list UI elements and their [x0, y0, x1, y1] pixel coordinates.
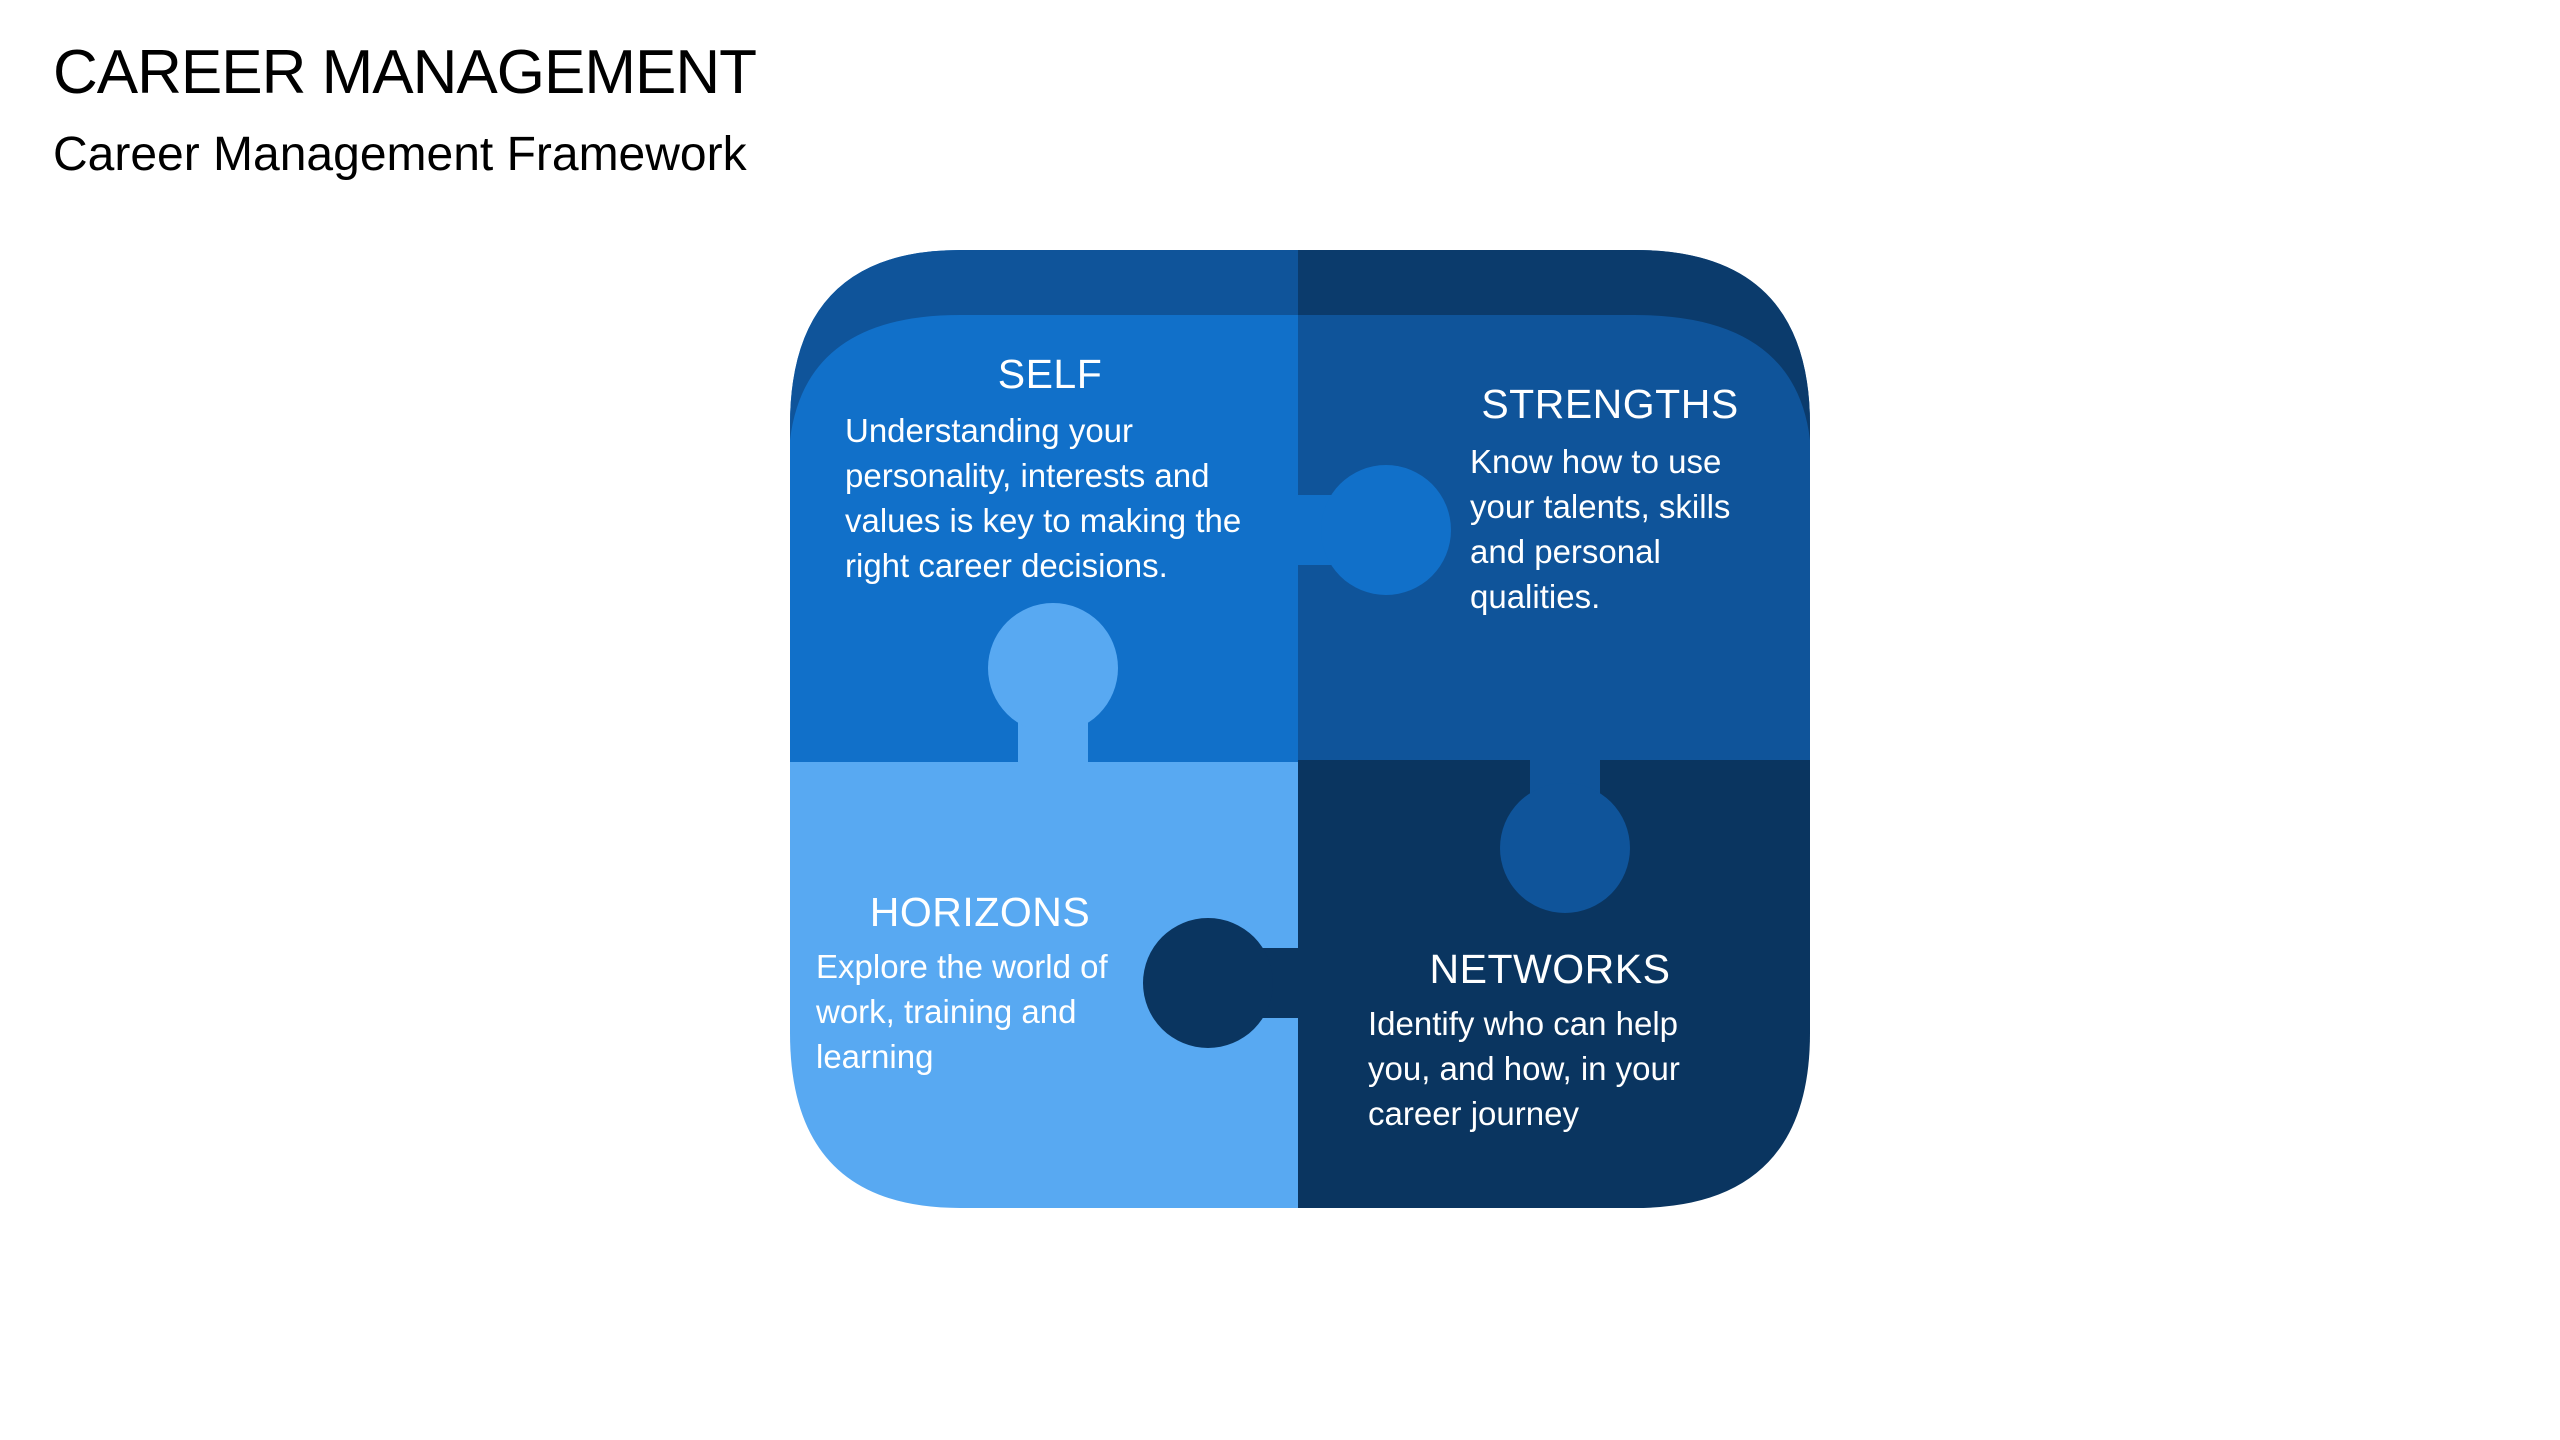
networks-description: Identify who can help you, and how, in y… [1368, 1005, 1680, 1132]
horizons-description: Explore the world of work, training and … [816, 948, 1108, 1075]
strengths-top-band [1298, 250, 1810, 440]
self-description: Understanding your personality, interest… [845, 412, 1242, 584]
puzzle-pieces [790, 250, 1810, 1208]
networks-title: NETWORKS [1429, 946, 1671, 992]
self-tab-knob-right [1321, 465, 1451, 595]
networks-tab-knob-left [1143, 918, 1273, 1048]
slide-title: CAREER MANAGEMENT [53, 38, 757, 107]
horizons-tab-knob-up [988, 603, 1118, 733]
strengths-tab-knob-down [1500, 783, 1630, 913]
self-title: SELF [997, 351, 1103, 397]
strengths-title: STRENGTHS [1481, 381, 1739, 427]
strengths-description: Know how to use your talents, skills and… [1470, 443, 1731, 615]
slide-subtitle: Career Management Framework [53, 128, 747, 181]
self-top-band [790, 250, 1298, 440]
horizons-title: HORIZONS [869, 889, 1091, 935]
